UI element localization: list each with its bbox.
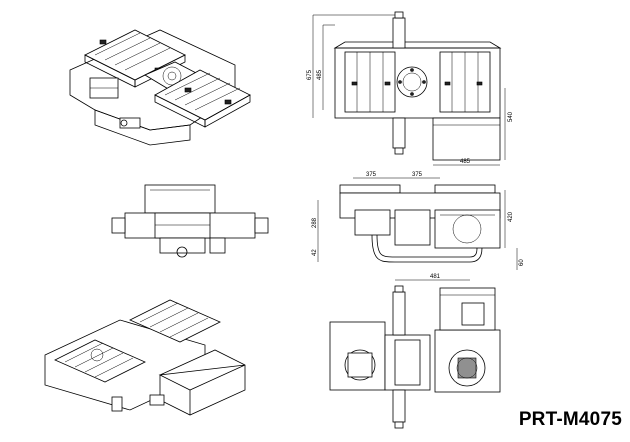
dim-bottom-span: 481	[430, 274, 441, 280]
dim-top-overall-a: 675	[307, 69, 313, 80]
dim-front-height-a: 288	[312, 217, 318, 228]
model-label: PRT-M4075	[518, 409, 622, 430]
dim-front-right-bottom: 60	[519, 259, 525, 266]
top-view	[312, 11, 506, 166]
side-view	[317, 177, 518, 270]
dim-front-height-b: 42	[312, 249, 318, 256]
dimension-labels: 675 485 540 485 375 375 288 42 420 60 48…	[307, 69, 525, 280]
plan-view	[329, 279, 501, 429]
dim-front-left-span: 375	[366, 172, 377, 178]
front-view-left	[111, 184, 269, 258]
dim-top-side: 540	[508, 111, 514, 122]
dim-front-right-span: 375	[412, 172, 423, 178]
isometric-view-top	[69, 29, 251, 146]
isometric-view-bottom	[44, 299, 246, 416]
dim-top-overall-b: 485	[317, 69, 323, 80]
dim-top-bottom: 485	[460, 159, 471, 165]
dim-front-right-height: 420	[508, 211, 514, 222]
